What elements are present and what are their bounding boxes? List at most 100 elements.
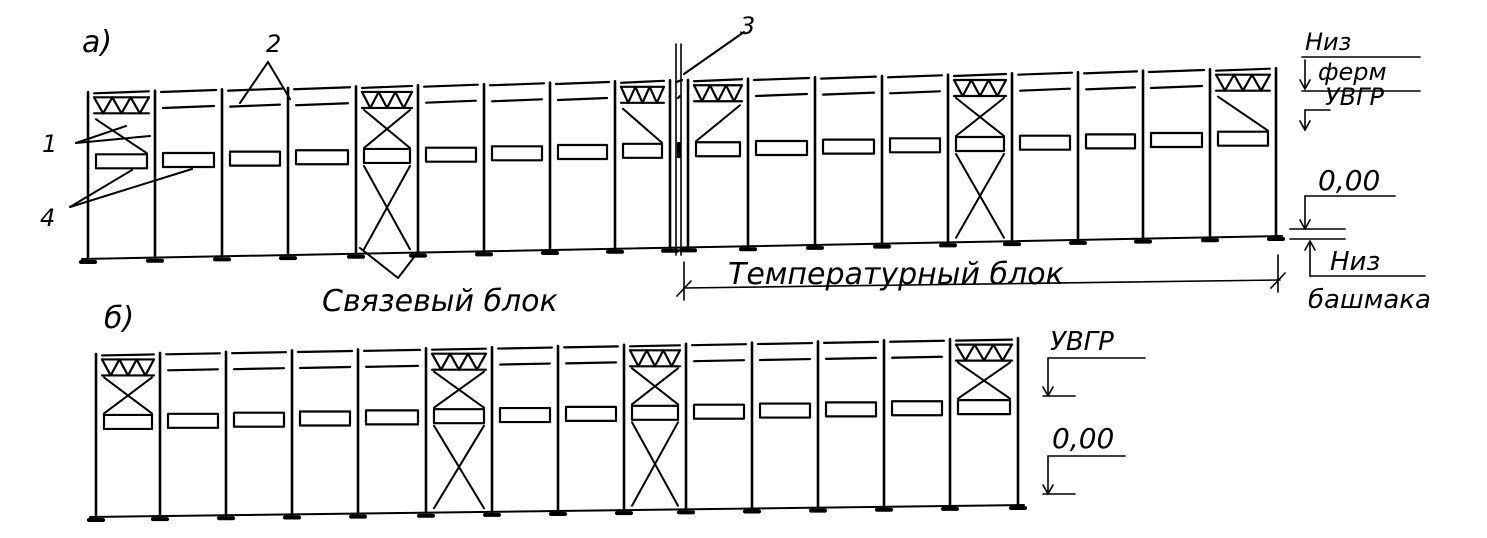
- truss-chord: [430, 347, 488, 351]
- temp-block-tick-left: [676, 280, 692, 297]
- horizontal-strut-panel: [956, 398, 1012, 416]
- truss-chord: [886, 74, 944, 79]
- temp-block-tick-right: [1270, 272, 1286, 289]
- truss-chord: [92, 90, 151, 95]
- horizontal-strut-panel: [1149, 131, 1204, 149]
- horizontal-strut-panel: [754, 139, 809, 157]
- horizontal-strut-panel: [364, 409, 420, 426]
- truss-chord: [230, 351, 288, 355]
- lower-cross-brace: [631, 421, 679, 507]
- strut-line: [556, 96, 609, 102]
- truss-chord: [819, 75, 878, 80]
- callout-4: 4: [40, 204, 55, 232]
- strut-line: [298, 365, 352, 370]
- uvgr-arrowhead: [1299, 120, 1311, 131]
- horizontal-strut-panel: [621, 142, 664, 159]
- truss-tie-triangles: [1214, 73, 1272, 92]
- leader-4b: [69, 168, 193, 208]
- truss-chord: [159, 88, 218, 94]
- horizontal-strut-panel: [298, 410, 352, 427]
- truss-chord: [692, 78, 744, 83]
- truss-chord: [362, 348, 422, 352]
- strut-line: [166, 368, 220, 372]
- upper-cross-brace: [631, 367, 679, 406]
- truss-chord: [100, 353, 156, 357]
- upper-cross-brace: [955, 96, 1005, 137]
- horizontal-strut-panel: [564, 405, 618, 423]
- leader-2b: [267, 61, 291, 100]
- truss-chord: [888, 339, 946, 343]
- niz-ferm-label-1: Низ: [1305, 28, 1351, 56]
- leader-1b: [75, 135, 151, 144]
- horizontal-strut-panel: [888, 137, 942, 154]
- callout-3: 3: [740, 12, 755, 40]
- horizontal-strut-panel: [490, 145, 544, 162]
- diagonal-brace: [695, 104, 741, 143]
- truss-tie-triangles: [100, 358, 156, 377]
- strut-line: [424, 99, 478, 104]
- horizontal-strut-panel: [1084, 133, 1137, 150]
- uvgr-label: УВГР: [1325, 83, 1384, 111]
- strut-line: [364, 364, 420, 368]
- lower-cross-brace: [433, 424, 485, 510]
- truss-chord: [619, 79, 666, 84]
- truss-chord: [296, 349, 354, 354]
- upper-cross-brace: [957, 361, 1011, 400]
- truss-tie-triangles: [430, 352, 488, 371]
- strut-line: [758, 357, 812, 362]
- label-a: а): [82, 25, 112, 60]
- truss-chord: [1147, 68, 1206, 74]
- truss-chord: [360, 84, 414, 90]
- truss-chord: [164, 352, 222, 356]
- truss-chord: [422, 83, 480, 88]
- horizontal-strut-panel: [676, 141, 682, 159]
- truss-chord: [1016, 71, 1074, 76]
- strut-line: [754, 92, 809, 98]
- horizontal-strut-panel: [1216, 130, 1270, 147]
- horizontal-strut-panel: [821, 138, 876, 155]
- horizontal-strut-panel: [1018, 134, 1072, 151]
- horizontal-strut-panel: [362, 147, 412, 165]
- truss-chord: [488, 82, 546, 87]
- frame-b-elevation: [87, 336, 1027, 522]
- niz-bashmaka-label-1: Низ: [1330, 247, 1380, 277]
- truss-chord: [690, 343, 748, 347]
- temperaturny-blok-label: Температурный блок: [728, 257, 1064, 292]
- lower-cross-brace: [363, 164, 411, 251]
- horizontal-strut-panel: [161, 151, 216, 169]
- strut-line: [294, 102, 350, 107]
- niz-ferm-label-2: ферм: [1318, 58, 1387, 86]
- horizontal-strut-panel: [94, 153, 149, 170]
- truss-chord: [496, 346, 554, 350]
- truss-chord: [1214, 67, 1272, 72]
- horizontal-strut-panel: [228, 150, 282, 167]
- strut-line: [1084, 86, 1137, 91]
- horizontal-strut-panel: [498, 406, 552, 424]
- leader-4a: [69, 169, 133, 208]
- horizontal-strut-panel: [294, 149, 350, 166]
- horizontal-strut-panel: [232, 411, 286, 428]
- horizontal-strut-panel: [630, 404, 680, 421]
- horizontal-strut-panel: [890, 400, 944, 417]
- niz-bashmaka-label-2: башмака: [1308, 285, 1431, 315]
- truss-chord: [292, 86, 352, 91]
- zero-label: 0,00: [1318, 164, 1380, 197]
- horizontal-strut-panel: [424, 146, 478, 163]
- horizontal-strut-panel: [824, 401, 878, 418]
- upper-cross-brace: [433, 370, 485, 409]
- truss-chord: [752, 76, 811, 82]
- truss-chord: [226, 87, 284, 92]
- horizontal-strut-panel: [556, 143, 609, 161]
- upper-cross-brace: [103, 376, 153, 415]
- strut-line: [824, 356, 878, 360]
- truss-tie-triangles: [954, 343, 1014, 362]
- leader-1a: [75, 125, 127, 144]
- horizontal-strut-panel: [692, 403, 746, 420]
- truss-chord: [822, 340, 880, 344]
- truss-chord: [554, 80, 611, 86]
- truss-chord: [628, 344, 682, 348]
- uvgr-b-label: УВГР: [1050, 327, 1114, 357]
- horizontal-strut-panel: [102, 413, 154, 431]
- strut-line: [161, 104, 216, 110]
